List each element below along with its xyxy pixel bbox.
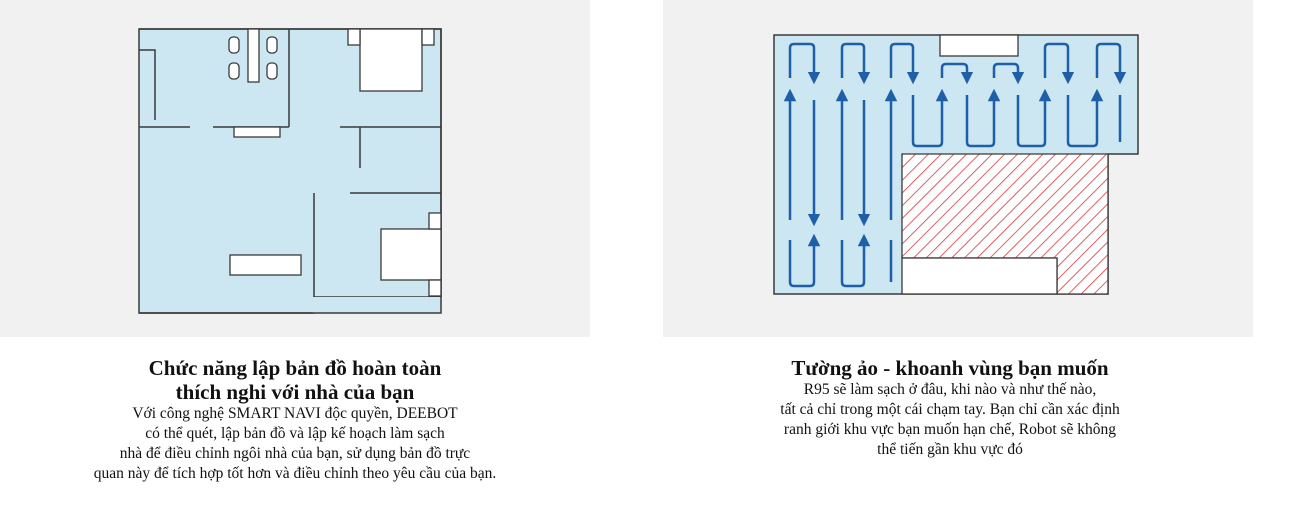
- title-line: Chức năng lập bản đồ hoàn toàn: [148, 356, 442, 380]
- left-floor-area: [138, 28, 442, 314]
- body-line: Với công nghệ SMART NAVI độc quyền, DEEB…: [132, 405, 458, 422]
- body-line: R95 sẽ làm sạch ở đâu, khi nào và như th…: [803, 381, 1097, 398]
- caption-right-title: Tường ảo - khoanh vùng bạn muốn: [655, 356, 1245, 380]
- right-furniture-box: [939, 34, 1019, 57]
- body-line: có thể quét, lập bản đồ và lập kế hoạch …: [145, 425, 445, 442]
- caption-left-body: Với công nghệ SMART NAVI độc quyền, DEEB…: [0, 404, 590, 484]
- cleaning-path: [783, 42, 1127, 288]
- caption-right-body: R95 sẽ làm sạch ở đâu, khi nào và như th…: [655, 380, 1245, 460]
- title-line: Tường ảo - khoanh vùng bạn muốn: [791, 356, 1109, 380]
- left-furniture: [228, 28, 442, 297]
- caption-left: Chức năng lập bản đồ hoàn toàn thích ngh…: [0, 356, 590, 484]
- body-line: nhà để điều chỉnh ngôi nhà của bạn, sử d…: [119, 445, 471, 462]
- restricted-zone: [901, 153, 1109, 295]
- body-line: thể tiến gần khu vực đó: [877, 441, 1023, 458]
- title-line: thích nghi với nhà của bạn: [175, 380, 415, 404]
- floorplan-map-illustration: [138, 28, 1139, 314]
- body-line: quan này để tích hợp tốt hơn và điều chỉ…: [93, 465, 497, 482]
- caption-right: Tường ảo - khoanh vùng bạn muốn R95 sẽ l…: [655, 356, 1245, 460]
- body-line: tất cả chỉ trong một cái chạm tay. Bạn c…: [780, 401, 1120, 418]
- body-line: ranh giới khu vực bạn muốn hạn chế, Robo…: [783, 421, 1117, 438]
- caption-left-title: Chức năng lập bản đồ hoàn toàn thích ngh…: [0, 356, 590, 404]
